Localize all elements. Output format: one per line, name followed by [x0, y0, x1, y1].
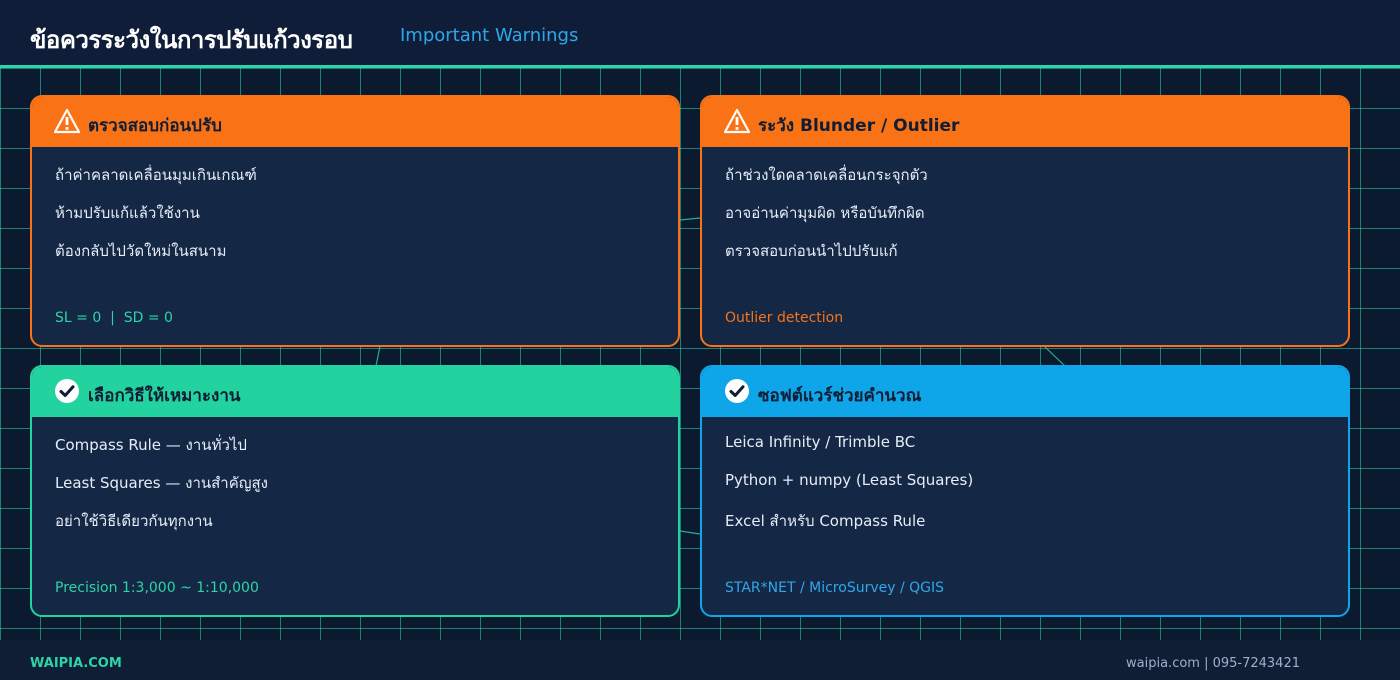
card-line: ตรวจสอบก่อนนำไปปรับแก้ — [725, 242, 898, 260]
card-footer: STAR*NET / MicroSurvey / QGIS — [725, 580, 945, 596]
header-bar: ข้อควรระวังในการปรับแก้วงรอบ Important W… — [0, 0, 1400, 68]
card-check-before-adjust: ตรวจสอบก่อนปรับ ถ้าค่าคลาดเคลื่อนมุมเกิน… — [30, 95, 680, 347]
card-software: ซอฟต์แวร์ช่วยคำนวณ Leica Infinity / Trim… — [700, 365, 1350, 617]
card-title: ซอฟต์แวร์ช่วยคำนวณ — [758, 386, 922, 406]
card-line: Excel สำหรับ Compass Rule — [725, 512, 926, 530]
card-choose-method: เลือกวิธีให้เหมาะงาน Compass Rule — งานท… — [30, 365, 680, 617]
card-header: ระวัง Blunder / Outlier — [702, 97, 1348, 147]
card-line: Python + numpy (Least Squares) — [725, 471, 974, 489]
card-header: เลือกวิธีให้เหมาะงาน — [32, 367, 678, 417]
card-line: อาจอ่านค่ามุมผิด หรือบันทึกผิด — [725, 204, 925, 222]
traverse-network — [375, 217, 1066, 535]
card-footer: Outlier detection — [725, 310, 844, 326]
card-footer: Precision 1:3,000 ~ 1:10,000 — [55, 580, 259, 596]
check-icon — [55, 379, 79, 403]
card-footer: SL = 0 | SD = 0 — [55, 310, 173, 326]
check-icon — [725, 379, 749, 403]
warning-icon — [54, 108, 80, 134]
card-title: เลือกวิธีให้เหมาะงาน — [88, 386, 241, 406]
card-line: ห้ามปรับแก้แล้วใช้งาน — [55, 204, 200, 222]
card-header: ตรวจสอบก่อนปรับ — [32, 97, 678, 147]
footer-contact: waipia.com | 095-7243421 — [1126, 656, 1300, 671]
card-line: อย่าใช้วิธีเดียวกันทุกงาน — [55, 512, 213, 530]
page-subtitle: Important Warnings — [400, 25, 579, 46]
card-line: ต้องกลับไปวัดใหม่ในสนาม — [55, 242, 227, 260]
warning-icon — [724, 108, 750, 134]
card-line: ถ้าช่วงใดคลาดเคลื่อนกระจุกตัว — [725, 166, 928, 184]
card-line: Leica Infinity / Trimble BC — [725, 433, 916, 451]
card-blunder-outlier: ระวัง Blunder / Outlier ถ้าช่วงใดคลาดเคล… — [700, 95, 1350, 347]
card-line: Least Squares — งานสำคัญสูง — [55, 474, 269, 492]
card-title: ตรวจสอบก่อนปรับ — [88, 116, 222, 136]
footer-brand: WAIPIA.COM — [30, 656, 122, 671]
card-line: Compass Rule — งานทั่วไป — [55, 436, 247, 454]
card-header: ซอฟต์แวร์ช่วยคำนวณ — [702, 367, 1348, 417]
card-line: ถ้าค่าคลาดเคลื่อนมุมเกินเกณฑ์ — [55, 166, 257, 184]
page-title: ข้อควรระวังในการปรับแก้วงรอบ — [30, 26, 353, 54]
card-title: ระวัง Blunder / Outlier — [758, 116, 960, 136]
